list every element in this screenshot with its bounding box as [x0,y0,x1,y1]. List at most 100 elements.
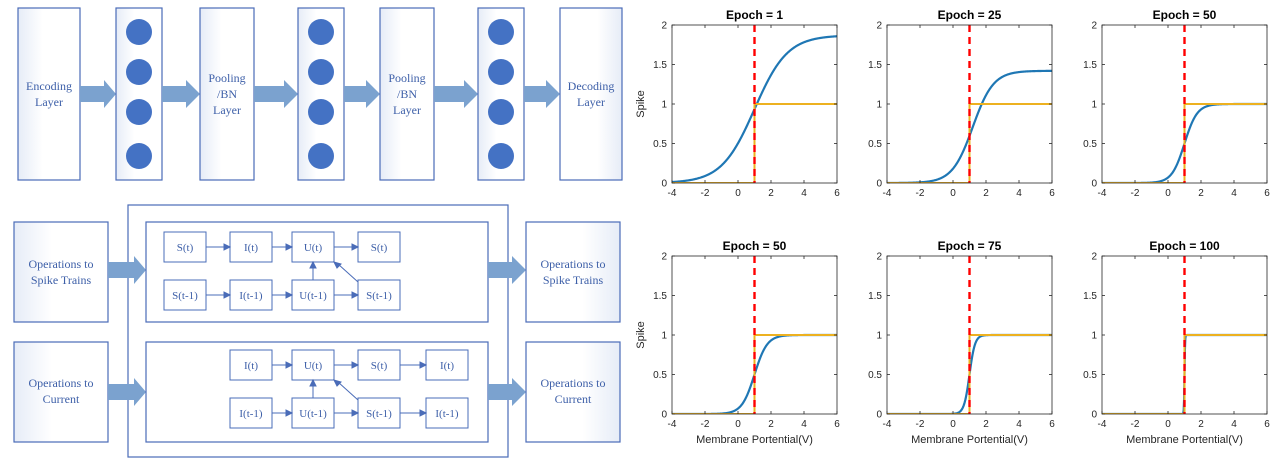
y-tick-label: 2 [1091,252,1097,263]
current-node-s-t-1 [357,397,401,429]
arrow-current-in [108,378,146,406]
current-node-s-t [357,349,401,381]
y-tick-label: 0 [1091,410,1097,421]
current-node-i-t [229,349,273,381]
x-tick-label: -4 [883,188,892,199]
chart-title: Epoch = 100 [1149,239,1220,253]
neuron [488,19,514,45]
y-tick-label: 0 [1091,179,1097,190]
x-tick-label: -2 [1131,188,1140,199]
plot-area [887,256,1052,414]
pooling2-label-3: Layer [393,103,421,117]
current-node-i-t-1 [229,397,273,429]
x-tick-label: 6 [834,419,840,430]
y-tick-label: 1.5 [868,291,882,302]
x-tick-label: 2 [1198,419,1204,430]
step-line [1102,103,1267,183]
x-tick-label: 4 [1231,188,1237,199]
step-line [887,334,1052,414]
neuron [488,143,514,169]
arrow-spike-in [108,256,146,284]
x-tick-label: 6 [1049,188,1055,199]
x-tick-label: 0 [1165,188,1171,199]
pooling2-label-1: Pooling [388,71,425,85]
encoding-layer-box [17,7,81,181]
y-tick-label: 0 [876,410,882,421]
y-tick-label: 1 [1091,331,1097,342]
current-input-box [13,341,109,443]
x-tick-label: 0 [735,188,741,199]
neuron [126,99,152,125]
decoding-layer-box [559,7,623,181]
pooling-label-2: /BN [217,87,237,101]
neuron [126,143,152,169]
arrow-1 [80,80,116,108]
plot-area [1102,25,1267,183]
neuron [308,99,334,125]
x-tick-label: -2 [916,188,925,199]
arrow-spike-out [488,256,526,284]
plot-area [887,25,1052,183]
y-tick-label: 1 [876,331,882,342]
y-tick-label: 2 [876,21,882,32]
current-node-text: I(t-1) [239,408,263,420]
spike-node-s-t-1 [163,279,207,311]
x-tick-label: 2 [983,188,989,199]
y-tick-label: 2 [661,252,667,263]
spike-node-text: S(t-1) [366,290,392,302]
spike-input-label-1: Operations to [29,257,94,271]
x-tick-label: 2 [1198,188,1204,199]
x-tick-label: -4 [883,419,892,430]
current-node-text: U(t) [304,360,323,372]
encoding-layer-label-1: Encoding [26,79,72,93]
y-tick-label: 1 [661,100,667,111]
operations-diagram: Operations to Spike Trains S(t) I(t) U(t… [13,204,621,458]
spike-node-text: S(t) [177,242,194,254]
neuron [488,59,514,85]
y-tick-label: 1.5 [868,60,882,71]
x-tick-label: 4 [1231,419,1237,430]
x-tick-label: 2 [768,188,774,199]
x-tick-label: -2 [701,419,710,430]
neuron [308,59,334,85]
current-output-label-1: Operations to [541,376,606,390]
x-tick-label: 4 [801,419,807,430]
x-tick-label: 0 [1165,419,1171,430]
spike-node-i-t-1 [229,279,273,311]
current-output-box [525,341,621,443]
x-axis-label: Membrane Portential(V) [696,434,813,446]
pooling-bn-layer-2 [379,7,435,181]
architecture-diagram: Encoding Layer Pooling /BN Layer Pooling… [13,7,623,458]
x-tick-label: 4 [1016,188,1022,199]
neuron [126,59,152,85]
y-tick-label: 1 [1091,100,1097,111]
spike-node-text: U(t-1) [299,290,327,302]
x-tick-label: 4 [1016,419,1022,430]
step-line [887,103,1052,183]
current-node-text: I(t) [440,360,454,372]
x-tick-label: -4 [668,188,677,199]
x-tick-label: 6 [834,188,840,199]
x-tick-label: -4 [1098,188,1107,199]
current-node-i-t-out [425,349,469,381]
pooling-label-3: Layer [213,103,241,117]
current-output-label-2: Current [555,392,592,406]
y-tick-label: 2 [661,21,667,32]
pooling-label-1: Pooling [208,71,245,85]
spike-node-u-t-1 [291,279,335,311]
pooling2-label-2: /BN [397,87,417,101]
spike-input-box [13,221,109,323]
x-axis-label: Membrane Portential(V) [1126,434,1243,446]
chart-title: Epoch = 50 [723,239,787,253]
spike-output-box [525,221,621,323]
y-tick-label: 0.5 [868,370,882,381]
spike-node-s-t [163,231,207,263]
spike-node-text: S(t) [371,242,388,254]
spike-node-text: U(t) [304,242,323,254]
current-node-text: S(t-1) [366,408,392,420]
